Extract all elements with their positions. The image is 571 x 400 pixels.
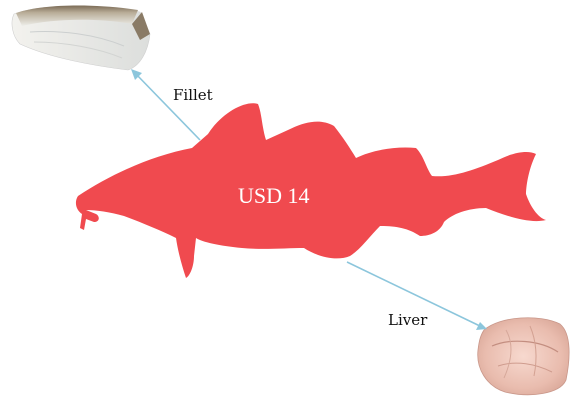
liver-label: Liver: [388, 311, 427, 329]
fillet-label: Fillet: [173, 86, 213, 104]
fish-price-label: USD 14: [238, 183, 310, 209]
arrow-to-fillet: [131, 69, 200, 140]
liver-photo: [478, 318, 569, 395]
fish-silhouette: [76, 103, 546, 278]
fillet-photo: [12, 5, 150, 70]
